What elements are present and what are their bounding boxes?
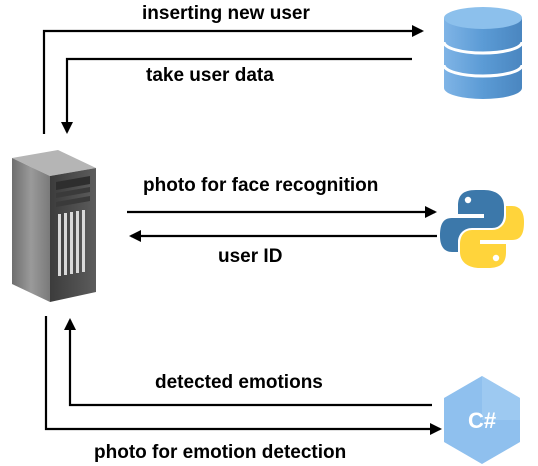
label-photo-for-face-recognition: photo for face recognition	[143, 175, 378, 196]
label-detected-emotions: detected emotions	[155, 372, 323, 393]
arrow-detected-emotions	[64, 318, 432, 407]
server-tower-icon	[12, 150, 96, 302]
arrow-inserting-new-user	[42, 25, 424, 134]
label-take-user-data: take user data	[146, 65, 274, 86]
arrow-photo-for-emotion-detection	[44, 316, 442, 435]
arrow-take-user-data	[61, 57, 412, 134]
csharp-logo-icon: C#	[444, 376, 520, 464]
csharp-logo-label: C#	[468, 408, 496, 433]
label-user-id: user ID	[218, 246, 282, 267]
database-icon	[442, 7, 524, 99]
python-logo-icon	[440, 189, 524, 269]
label-photo-for-emotion-detection: photo for emotion detection	[94, 442, 346, 463]
label-inserting-new-user: inserting new user	[142, 3, 310, 24]
